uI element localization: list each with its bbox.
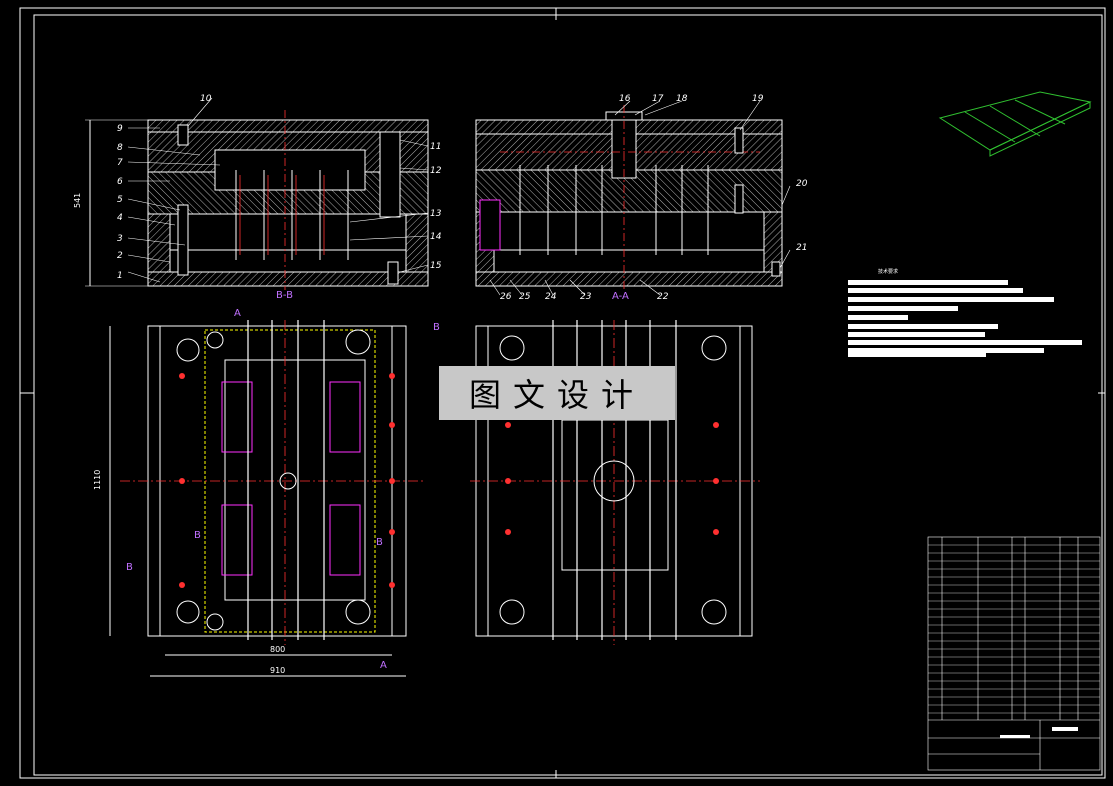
svg-text:13: 13 [430, 209, 442, 219]
dim-plan-width-910: 910 [270, 666, 285, 675]
svg-text:25: 25 [519, 292, 531, 302]
dim-height: 541 [73, 193, 82, 208]
section-bb-title: B-B [276, 290, 293, 301]
title-block-name-bar [1052, 727, 1078, 731]
svg-text:3: 3 [117, 234, 123, 244]
svg-text:7: 7 [117, 158, 123, 168]
svg-text:19: 19 [752, 94, 764, 104]
dim-plan-width-800: 800 [270, 645, 285, 654]
svg-text:12: 12 [430, 166, 442, 176]
svg-text:18: 18 [676, 94, 688, 104]
svg-text:1: 1 [117, 271, 123, 281]
dim-plan-height: 1110 [93, 470, 102, 490]
section-aa-view: A-A [475, 100, 791, 302]
parts-list-table [927, 536, 1101, 771]
svg-text:9: 9 [117, 124, 123, 134]
section-aa-title: A-A [612, 291, 629, 302]
section-bb-view: 541 B-B [73, 97, 429, 301]
svg-text:B: B [126, 562, 133, 573]
svg-text:15: 15 [430, 261, 442, 271]
svg-text:8: 8 [117, 143, 123, 153]
svg-text:2: 2 [117, 251, 123, 261]
svg-text:22: 22 [657, 292, 669, 302]
technical-requirements: 技术要求 [848, 268, 1082, 357]
svg-text:4: 4 [117, 213, 123, 223]
svg-text:A: A [234, 308, 241, 319]
svg-text:20: 20 [796, 179, 808, 189]
svg-text:A: A [380, 660, 387, 671]
plan-view-fixed-half: 1110 800 910 A A B B B B [93, 308, 440, 677]
svg-text:21: 21 [796, 243, 807, 253]
watermark: 图文设计 [439, 366, 675, 420]
svg-text:23: 23 [580, 292, 592, 302]
svg-text:17: 17 [652, 94, 664, 104]
svg-text:6: 6 [117, 177, 123, 187]
svg-text:B: B [433, 322, 440, 333]
part-3d-preview [938, 91, 1092, 157]
svg-text:5: 5 [117, 195, 123, 205]
part-labels-bb: 1 2 3 4 5 6 7 8 9 10 11 12 13 14 15 [117, 94, 442, 281]
svg-text:10: 10 [200, 94, 212, 104]
svg-text:11: 11 [430, 142, 441, 152]
parts-list-rows [928, 544, 1100, 714]
svg-text:24: 24 [545, 292, 557, 302]
sheet-border-inner [33, 14, 1103, 776]
tech-title: 技术要求 [878, 268, 898, 275]
svg-text:B: B [194, 530, 201, 541]
svg-text:16: 16 [619, 94, 631, 104]
part-labels-aa: 16 17 18 19 20 21 22 23 24 25 26 [500, 94, 808, 302]
title-block-drawing-no-bar [1000, 735, 1030, 738]
svg-text:14: 14 [430, 232, 442, 242]
svg-text:26: 26 [500, 292, 512, 302]
svg-text:B: B [376, 537, 383, 548]
